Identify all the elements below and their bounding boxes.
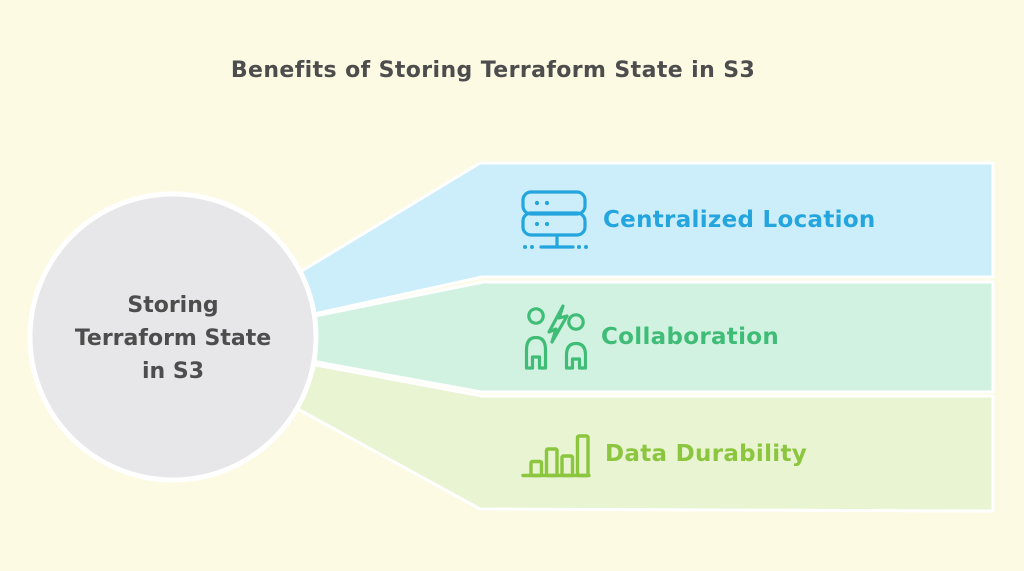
branch-data-durability: Data Durability (521, 396, 807, 511)
branch-label-collaboration: Collaboration (601, 324, 780, 350)
branch-label-centralized-location: Centralized Location (603, 207, 876, 233)
center-circle-line-1: Storing (127, 293, 219, 318)
center-circle-line-3: in S3 (141, 359, 204, 384)
server-icon (521, 190, 588, 249)
branch-collaboration: Collaboration (523, 282, 779, 392)
center-circle-line-2: Terraform State (74, 326, 272, 351)
center-circle (27, 191, 319, 483)
bar-chart-icon (521, 433, 591, 477)
center-circle-label: Storing Terraform State in S3 (43, 289, 303, 388)
branch-centralized-location: Centralized Location (521, 163, 876, 277)
people-collaboration-icon (524, 304, 587, 370)
page-title: Benefits of Storing Terraform State in S… (230, 58, 756, 83)
branch-label-data-durability: Data Durability (605, 440, 808, 467)
